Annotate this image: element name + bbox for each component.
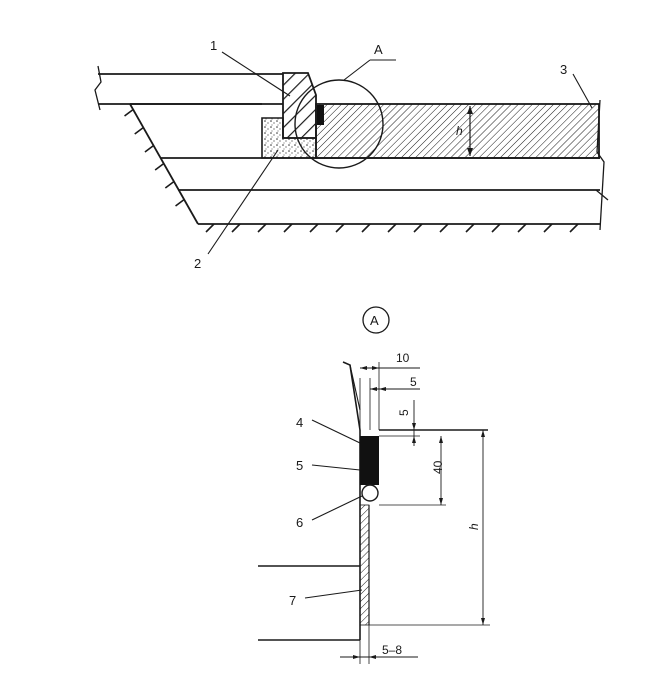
slope-hatch-tick: [164, 181, 174, 189]
ground-hatch-tick: [543, 223, 553, 233]
callout-4: 4: [296, 415, 303, 430]
ground-hatch-tick: [439, 223, 449, 233]
callout-1: 1: [210, 38, 217, 53]
detail-title: A: [370, 313, 379, 328]
ground-hatch-tick: [205, 223, 215, 233]
ground-hatch-tick: [517, 223, 527, 233]
slope-hatch-tick: [175, 199, 185, 207]
ground-hatch-tick: [361, 223, 371, 233]
detail-sealant: [360, 436, 379, 485]
ground-hatch-tick: [465, 223, 475, 233]
ground-hatch-tick: [387, 223, 397, 233]
detail-left-slab: [258, 565, 360, 641]
dim-bottom-gap: 5–8: [382, 643, 402, 657]
detail-dimensions: 10 5 5 40 h: [340, 351, 490, 664]
dim-width-top: 10: [396, 351, 410, 365]
ground-hatch-tick: [569, 223, 579, 233]
detail-A: A 10: [258, 306, 490, 664]
callout-6: 6: [296, 515, 303, 530]
dim-total-height: h: [467, 523, 481, 530]
surface-layer: [315, 103, 600, 159]
height-dimension: h: [456, 106, 473, 156]
ground-hatch: [124, 109, 579, 233]
detail-callout-circle: [294, 79, 384, 169]
detail-slab-edge: [359, 429, 488, 626]
height-symbol: h: [456, 124, 463, 138]
slope-hatch-tick: [154, 163, 164, 171]
callout-5: 5: [296, 458, 303, 473]
leaders-detail: [304, 419, 363, 599]
ground-hatch-tick: [257, 223, 267, 233]
callout-3: 3: [560, 62, 567, 77]
slope-hatch-tick: [144, 145, 154, 153]
ground-hatch-tick: [335, 223, 345, 233]
detail-backer-rod: [361, 484, 379, 502]
callout-7: 7: [289, 593, 296, 608]
ground-hatch-tick: [309, 223, 319, 233]
slope-hatch-tick: [124, 109, 134, 117]
ground-hatch-tick: [491, 223, 501, 233]
ground-hatch-tick: [413, 223, 423, 233]
callout-2: 2: [194, 256, 201, 271]
dim-gap-top: 5: [410, 375, 417, 389]
ground-hatch-tick: [283, 223, 293, 233]
callout-A: A: [374, 42, 383, 57]
dim-depth-top: 5: [397, 409, 411, 416]
leaders-top: [207, 51, 593, 255]
slope-hatch-tick: [134, 127, 144, 135]
dim-seal-height: 40: [431, 460, 445, 474]
detail-title-circle: [362, 306, 390, 334]
joint-sealant: [317, 105, 324, 125]
ground-hatch-tick: [231, 223, 241, 233]
cross-section: h 1 A 3 2: [94, 38, 609, 271]
